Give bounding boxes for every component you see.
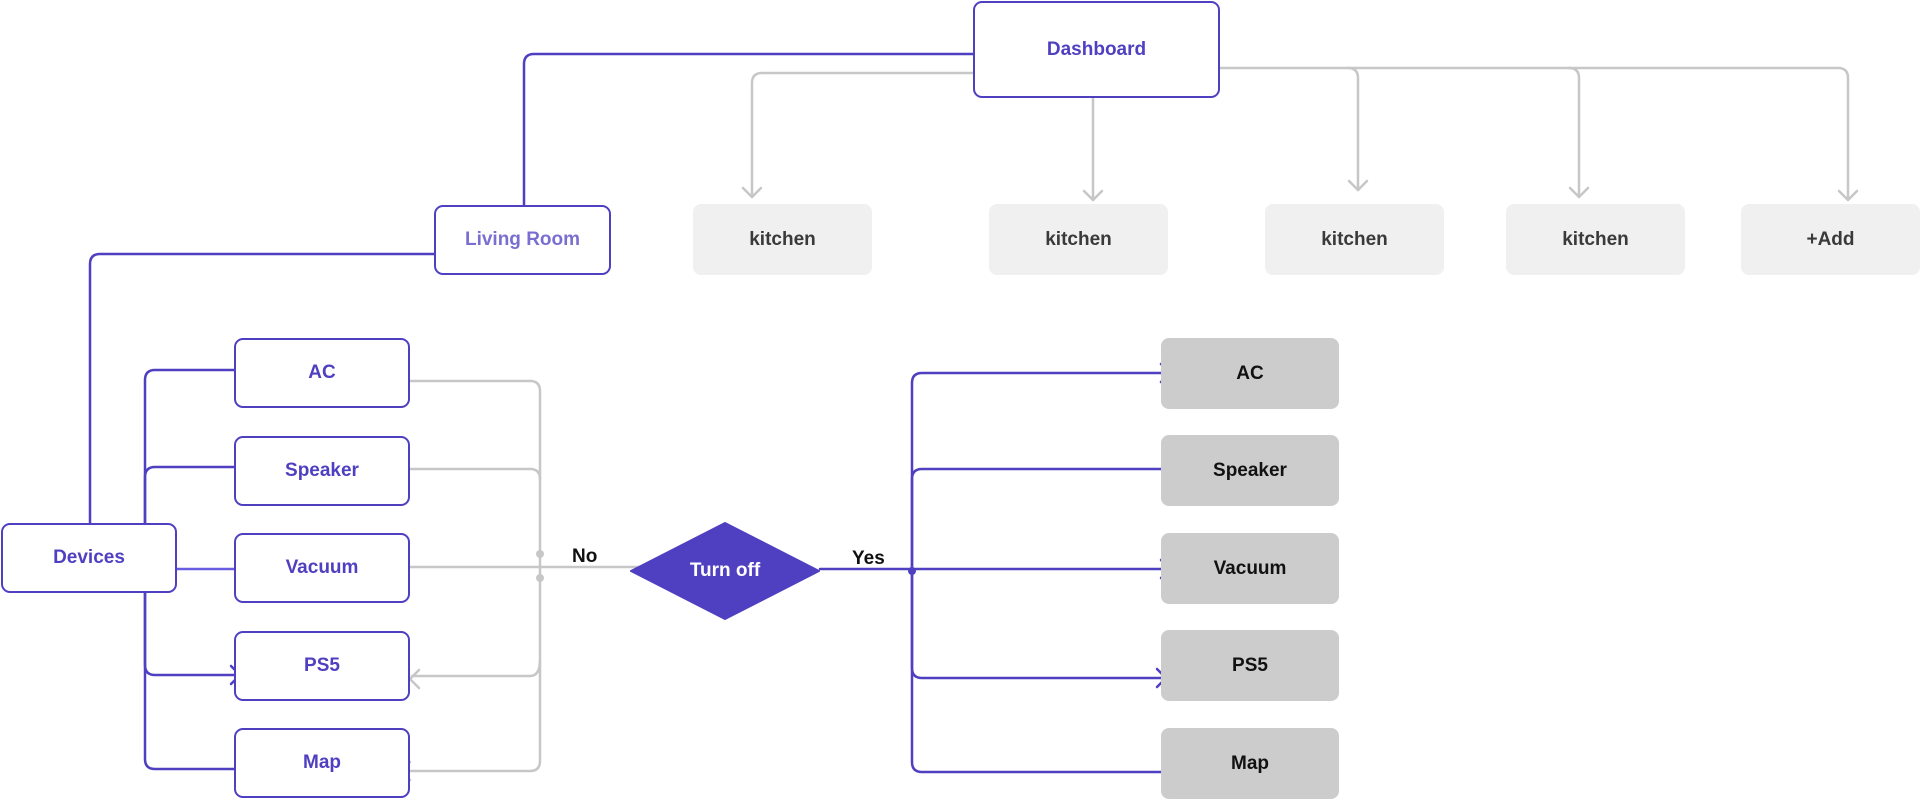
- device-label: PS5: [304, 655, 340, 676]
- connector-devices-device: [143, 558, 248, 771]
- dashboard-node[interactable]: Dashboard: [973, 1, 1220, 98]
- living-room-label: Living Room: [464, 229, 581, 250]
- connector-devices-device: [143, 368, 268, 562]
- device-node-ps5[interactable]: PS5: [234, 631, 410, 701]
- decision-label: Turn off: [689, 560, 761, 581]
- connector-dashboard-room: [750, 71, 1054, 199]
- devices-node[interactable]: Devices: [1, 523, 177, 593]
- connector-arrowhead: [1082, 189, 1104, 202]
- device-node-map[interactable]: Map: [234, 728, 410, 798]
- result-node-map[interactable]: Map: [1161, 728, 1339, 799]
- connector-dot: [536, 574, 544, 582]
- add-room-label: +Add: [1806, 228, 1855, 250]
- connector-dashboard-add: [1166, 66, 1850, 202]
- device-node-vacuum[interactable]: Vacuum: [234, 533, 410, 603]
- connector-devices-device: [143, 465, 268, 562]
- result-label: Map: [1231, 752, 1269, 774]
- room-node-kitchen-4[interactable]: kitchen: [1506, 204, 1685, 275]
- room-node-kitchen-2[interactable]: kitchen: [989, 204, 1168, 275]
- connector-yes-result: [910, 569, 1174, 774]
- connector-yes-result: [910, 467, 1174, 573]
- result-node-ps5[interactable]: PS5: [1161, 630, 1339, 701]
- device-label: Map: [303, 752, 341, 773]
- connector-dot: [536, 550, 544, 558]
- room-label: kitchen: [1562, 228, 1629, 250]
- connector-living-room-devices: [88, 252, 456, 540]
- result-node-vacuum[interactable]: Vacuum: [1161, 533, 1339, 604]
- result-node-ac[interactable]: AC: [1161, 338, 1339, 409]
- connector-no-branch: [375, 467, 542, 481]
- connector-arrowhead: [1347, 179, 1369, 192]
- device-node-ac[interactable]: AC: [234, 338, 410, 408]
- result-label: Speaker: [1213, 459, 1287, 481]
- room-node-kitchen-3[interactable]: kitchen: [1265, 204, 1444, 275]
- decision-diamond: [630, 522, 820, 620]
- no-branch-label: No: [572, 546, 598, 567]
- connector-arrowhead: [741, 186, 763, 199]
- connector-yes-result: [910, 569, 1168, 680]
- device-label: AC: [308, 362, 336, 383]
- connector-arrowhead: [1568, 186, 1590, 199]
- result-label: PS5: [1232, 654, 1268, 676]
- result-node-speaker[interactable]: Speaker: [1161, 435, 1339, 506]
- room-label: kitchen: [1045, 228, 1112, 250]
- device-node-speaker[interactable]: Speaker: [234, 436, 410, 506]
- yes-branch-label: Yes: [852, 548, 885, 569]
- room-label: kitchen: [749, 228, 816, 250]
- result-label: Vacuum: [1213, 557, 1287, 579]
- room-label: kitchen: [1321, 228, 1388, 250]
- living-room-node[interactable]: Living Room: [434, 205, 611, 275]
- turn-off-decision[interactable]: Turn off: [628, 522, 822, 620]
- connector-dashboard-room: [1567, 66, 1581, 199]
- dashboard-label: Dashboard: [1046, 38, 1147, 60]
- result-label: AC: [1236, 362, 1264, 384]
- connector-dashboard-room: [1346, 66, 1360, 192]
- devices-label: Devices: [53, 547, 125, 568]
- connector-no-branch: [410, 658, 542, 678]
- room-node-kitchen-1[interactable]: kitchen: [693, 204, 872, 275]
- add-room-node[interactable]: +Add: [1741, 204, 1920, 275]
- device-label: Speaker: [285, 460, 359, 481]
- connector-arrowhead: [1837, 189, 1859, 202]
- connector-dashboard-living-room: [522, 52, 988, 228]
- connector-yes-result: [910, 371, 1172, 573]
- device-label: Vacuum: [285, 557, 359, 578]
- connector-arrowhead: [408, 668, 421, 690]
